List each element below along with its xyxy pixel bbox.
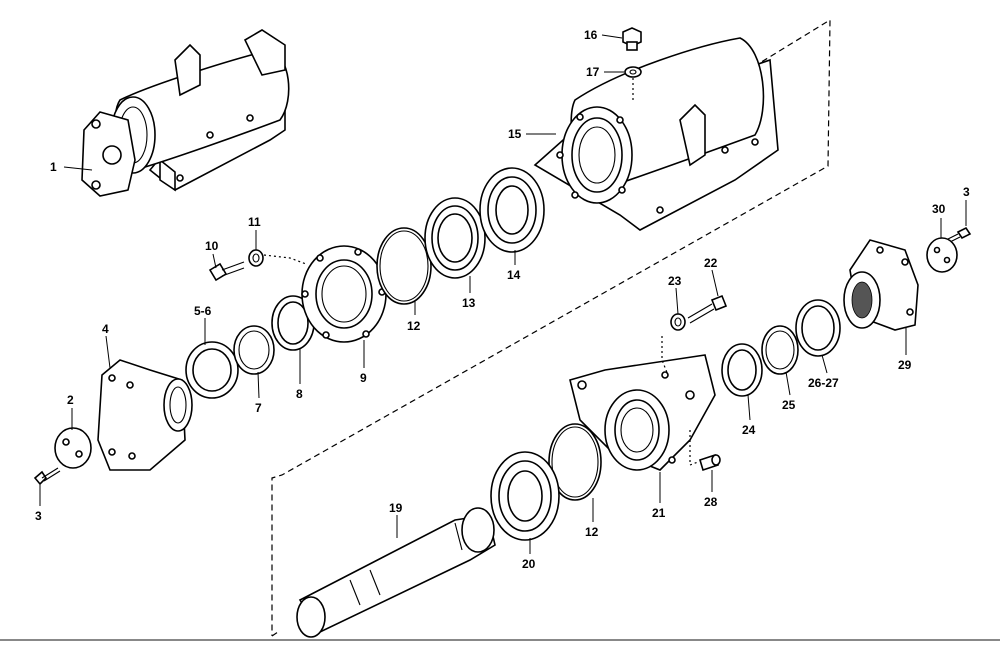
part-17-washer (624, 66, 642, 78)
part-3-screw-left (33, 467, 61, 486)
callout-24: 24 (742, 423, 756, 437)
part-22-bolt (687, 294, 728, 324)
part-30-plate (926, 237, 958, 273)
part-28-pin (699, 453, 721, 472)
callout-17: 17 (586, 65, 600, 79)
part-23-washer (670, 313, 686, 331)
callout-22: 22 (704, 256, 718, 270)
part-10-bolt (208, 261, 245, 282)
part-7-snap-ring (233, 325, 275, 375)
part-2-plate (54, 427, 92, 469)
callout-7: 7 (255, 401, 262, 415)
callout-29: 29 (898, 358, 912, 372)
callout-13: 13 (462, 296, 476, 310)
callout-21: 21 (652, 506, 666, 520)
part-4-yoke (97, 359, 193, 471)
callout-28: 28 (704, 495, 718, 509)
callout-11: 11 (248, 215, 261, 229)
part-29-yoke (843, 239, 919, 331)
callout-14: 14 (507, 268, 521, 282)
part-12-o-ring-lower (548, 423, 602, 501)
part-16-plug (622, 27, 642, 51)
pin-alignment-line (689, 430, 699, 466)
part-14-bearing (479, 167, 545, 253)
bolt-alignment-line (263, 254, 307, 265)
callout-5-6: 5-6 (194, 304, 212, 318)
part-19-shaft (296, 507, 496, 638)
callout-12-upper: 12 (407, 319, 421, 333)
part-9-cover (301, 245, 387, 343)
part-5-6-seal (185, 341, 239, 399)
callout-20: 20 (522, 557, 536, 571)
leader-lines (39, 34, 967, 554)
callout-25: 25 (782, 398, 796, 412)
callout-30: 30 (932, 202, 946, 216)
callout-1: 1 (50, 160, 57, 174)
callout-26-27: 26-27 (808, 376, 839, 390)
part-15-housing (533, 37, 779, 231)
callout-15: 15 (508, 127, 522, 141)
part-13-bearing (424, 197, 486, 279)
part-1-complete-assembly (81, 29, 290, 197)
part-12-o-ring-upper (376, 227, 432, 305)
callout-2: 2 (67, 393, 74, 407)
callout-19: 19 (389, 501, 403, 515)
part-11-washer (248, 249, 264, 267)
part-26-27-seal (795, 299, 841, 357)
callout-12-lower: 12 (585, 525, 599, 539)
callout-16: 16 (584, 28, 598, 42)
callout-8: 8 (296, 387, 303, 401)
part-24-seal (721, 343, 763, 397)
callout-labels: 1 2 3 3 4 5-6 7 8 9 10 11 12 12 13 14 15… (35, 28, 970, 571)
callout-10: 10 (205, 239, 219, 253)
part-20-bearing (490, 451, 560, 541)
callout-9: 9 (360, 371, 367, 385)
callout-23: 23 (668, 274, 682, 288)
callout-3-left: 3 (35, 509, 42, 523)
part-25-snap-ring (761, 325, 799, 375)
callout-3-right: 3 (963, 185, 970, 199)
part-21-bearing-cover (569, 354, 716, 471)
callout-4: 4 (102, 322, 109, 336)
assembly-boundary (271, 18, 831, 637)
